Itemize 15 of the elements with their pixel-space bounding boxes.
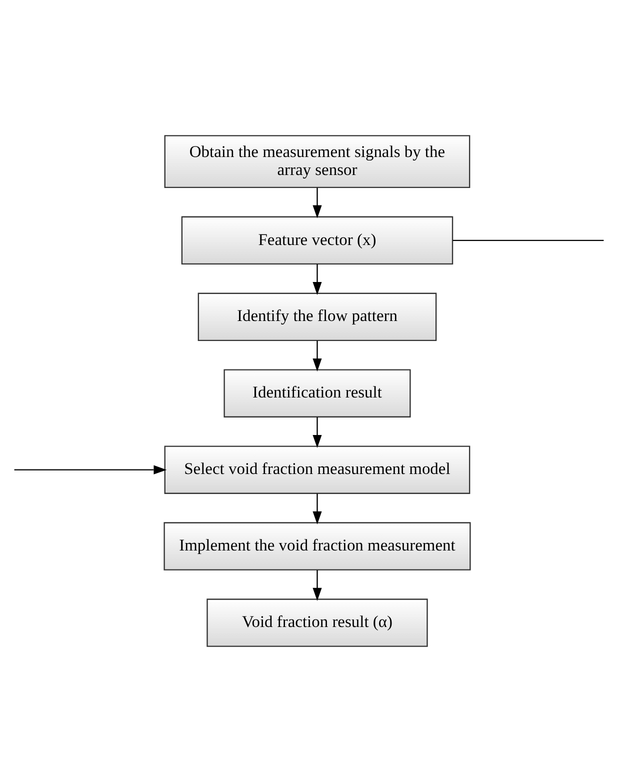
node-box: Feature vector (x) (181, 216, 454, 264)
arrow (312, 340, 322, 371)
node-box: Select void fraction measurement model (164, 445, 470, 494)
node-box: Void fraction result (α) (206, 598, 428, 646)
node-box: Identification result (224, 368, 411, 417)
arrow (312, 570, 322, 600)
arrow (14, 464, 167, 474)
arrow (312, 264, 322, 294)
connector (452, 239, 604, 240)
arrow (312, 416, 322, 448)
node-box: Implement the void fraction measurement (164, 522, 471, 570)
arrow (312, 187, 322, 218)
node-box: Obtain the measurement signals by the array sensor (164, 134, 470, 188)
arrow (312, 493, 322, 524)
node-box: Identify the flow pattern (198, 292, 437, 340)
